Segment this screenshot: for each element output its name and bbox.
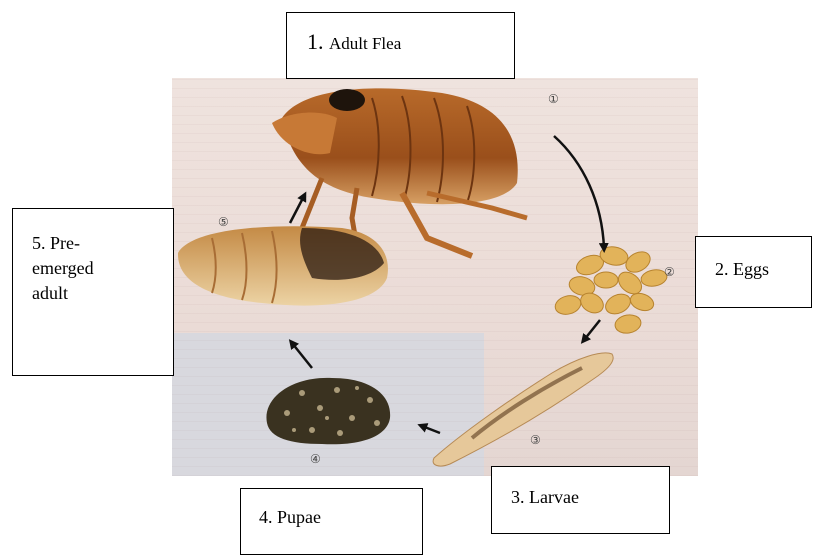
arrow-eggs-to-larvae	[584, 320, 600, 340]
pre-emerged-adult-label-box: 5. Pre- emerged adult	[12, 208, 174, 376]
pre-emerged-line-2: emerged	[32, 256, 152, 281]
arrow-larvae-to-pupae	[422, 426, 440, 433]
larva-image	[433, 353, 613, 466]
eggs-label: 2. Eggs	[715, 259, 769, 280]
arrow-pre-emerged-to-adult	[290, 196, 304, 223]
adult-flea-label-box: 1. Adult Flea	[286, 12, 515, 79]
pupae-image	[266, 378, 390, 444]
eggs-image	[553, 245, 668, 335]
larvae-label-box: 3. Larvae	[491, 466, 670, 534]
pupae-label: 4. Pupae	[259, 507, 321, 528]
stage-number-3: ③	[530, 433, 541, 447]
eggs-label-box: 2. Eggs	[695, 236, 812, 308]
adult-flea-text: Adult Flea	[329, 34, 401, 53]
stage-number-5: ⑤	[218, 215, 229, 229]
pre-emerged-line-3: adult	[32, 281, 152, 306]
larvae-label: 3. Larvae	[511, 487, 579, 508]
stage-number-1: ①	[548, 92, 559, 106]
pupae-label-box: 4. Pupae	[240, 488, 423, 555]
pre-emerged-adult-image	[178, 226, 388, 305]
adult-flea-label: 1. Adult Flea	[307, 29, 401, 55]
pre-emerged-adult-label: 5. Pre- emerged adult	[32, 231, 152, 306]
stage-number-4: ④	[310, 452, 321, 466]
arrow-adult-to-eggs	[554, 136, 604, 248]
pre-emerged-line-1: 5. Pre-	[32, 231, 152, 256]
arrow-pupae-to-pre-emerged	[292, 343, 312, 368]
adult-flea-number: 1.	[307, 29, 324, 54]
stage-number-2: ②	[664, 265, 675, 279]
life-cycle-illustration: ① ② ③ ④ ⑤	[172, 78, 698, 476]
